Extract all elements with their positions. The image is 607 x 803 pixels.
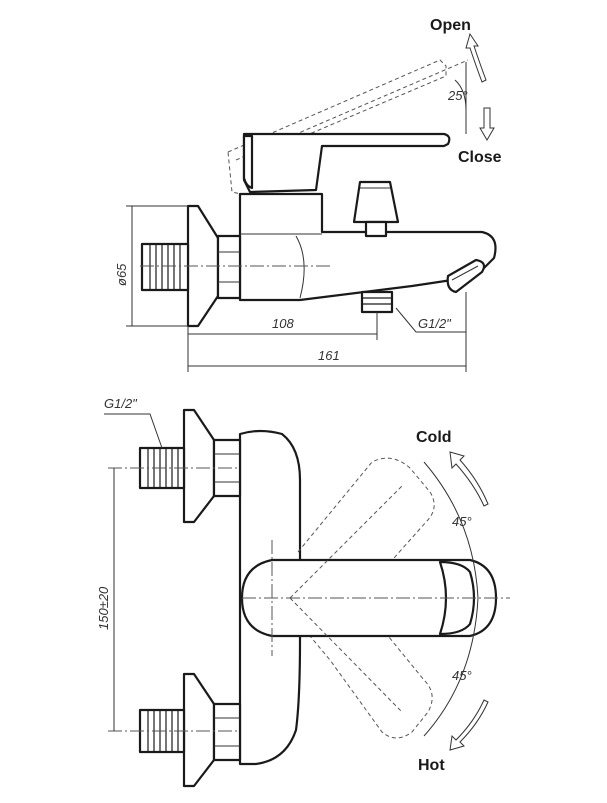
axis-cross-cold bbox=[289, 485, 403, 599]
inlet-thread bbox=[140, 242, 190, 292]
lever-cap bbox=[242, 134, 254, 190]
aerator-ring bbox=[451, 265, 479, 281]
angle-arc-hot bbox=[423, 597, 479, 737]
dim-spacing-text: 150±20 bbox=[96, 586, 111, 630]
body-curve bbox=[295, 235, 305, 299]
outlet-thread-label: G1/2" bbox=[418, 316, 452, 331]
angle-arc-25 bbox=[454, 79, 467, 111]
close-label: Close bbox=[458, 149, 502, 166]
lower-nut bbox=[212, 702, 242, 762]
inlet-thread-label: G1/2" bbox=[104, 396, 138, 411]
close-arrow-icon bbox=[479, 107, 495, 141]
top-view: G1/2" 150±20 45° 45° Cold Hot bbox=[96, 396, 510, 788]
connection-nut bbox=[216, 234, 242, 300]
cold-arrow-icon bbox=[449, 451, 489, 507]
inlet-thread-leader bbox=[104, 413, 163, 449]
diverter-knob bbox=[352, 180, 400, 224]
lower-flange bbox=[182, 672, 216, 788]
dim-108-text: 108 bbox=[272, 316, 294, 331]
lever-cold-outline bbox=[297, 457, 435, 613]
angle-arc-cold bbox=[423, 461, 479, 599]
dim-161-text: 161 bbox=[318, 348, 340, 363]
cold-label: Cold bbox=[416, 429, 452, 446]
dim-65-text: ø65 bbox=[114, 263, 129, 286]
lever-closed bbox=[242, 132, 451, 194]
inlet-thread-lines bbox=[149, 244, 181, 290]
angle-25-text: 25° bbox=[447, 88, 468, 103]
hot-arrow-icon bbox=[449, 699, 489, 751]
outlet-thread-leader bbox=[395, 307, 466, 333]
diverter-stem bbox=[364, 220, 388, 238]
open-label: Open bbox=[430, 17, 471, 34]
angle-hot-text: 45° bbox=[452, 668, 472, 683]
lever-open-outline bbox=[227, 59, 447, 197]
hot-label: Hot bbox=[418, 757, 445, 774]
side-view: ø65 108 161 G1/2" 25° Open Close bbox=[114, 17, 502, 372]
outlet-thread bbox=[360, 290, 394, 314]
lever-hot-outline bbox=[299, 581, 433, 739]
open-arrow-icon bbox=[465, 32, 487, 83]
upper-flange bbox=[182, 408, 216, 524]
angle-cold-text: 45° bbox=[452, 514, 472, 529]
axis-cross-hot bbox=[289, 597, 403, 713]
